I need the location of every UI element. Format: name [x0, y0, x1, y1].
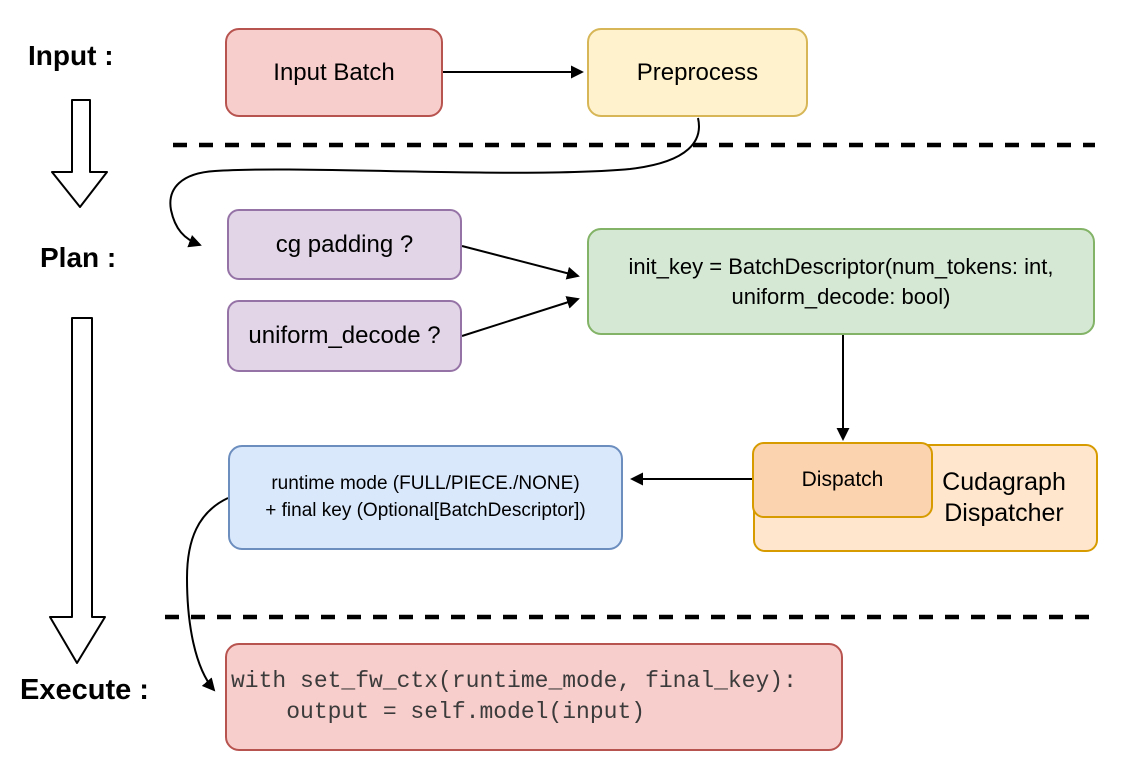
node-init-key: init_key = BatchDescriptor(num_tokens: i…: [587, 228, 1095, 335]
stage-arrow-input-to-plan: [51, 99, 108, 208]
node-cudagraph-line1: Cudagraph: [942, 467, 1066, 496]
edge-uniformdecode-to-initkey: [461, 296, 580, 337]
node-cudagraph-line2: Dispatcher: [944, 499, 1064, 527]
node-cudagraph-dispatcher-label: Cudagraph Dispatcher: [918, 467, 1090, 530]
stage-arrow-plan-to-execute: [49, 317, 106, 664]
node-init-key-line1: init_key = BatchDescriptor(num_tokens: i…: [628, 253, 1054, 279]
node-cg-padding-label: cg padding ?: [275, 230, 414, 258]
node-init-key-line2: uniform_decode: bool): [731, 283, 951, 309]
stage-label-input: Input :: [28, 40, 114, 71]
node-uniform-decode-label: uniform_decode ?: [248, 322, 441, 349]
node-runtime-mode-line1: runtime mode (FULL/PIECE./NONE): [271, 473, 580, 495]
edge-cgpadding-to-initkey: [461, 245, 580, 280]
stage-label-plan: Plan :: [40, 242, 117, 273]
node-execute-code: with set_fw_ctx(runtime_mode, final_key)…: [225, 643, 843, 751]
execute-code-line2: output = self.model(input): [231, 699, 646, 725]
node-dispatch: Dispatch: [752, 442, 933, 518]
node-runtime-mode: runtime mode (FULL/PIECE./NONE) + final …: [228, 445, 623, 550]
node-preprocess: Preprocess: [587, 28, 808, 117]
node-dispatch-label: Dispatch: [801, 467, 884, 491]
edge-preprocess-to-cgpadding: [169, 117, 700, 248]
node-input-batch-label: Input Batch: [273, 58, 395, 86]
node-uniform-decode: uniform_decode ?: [227, 300, 462, 372]
node-runtime-mode-line2: + final key (Optional[BatchDescriptor]): [265, 499, 586, 521]
execute-code-line1: with set_fw_ctx(runtime_mode, final_key)…: [231, 668, 797, 694]
node-input-batch: Input Batch: [225, 28, 443, 117]
edge-runtimemode-to-code: [185, 497, 229, 692]
node-cg-padding: cg padding ?: [227, 209, 462, 280]
stage-label-execute: Execute :: [20, 674, 149, 706]
node-preprocess-label: Preprocess: [636, 58, 759, 86]
